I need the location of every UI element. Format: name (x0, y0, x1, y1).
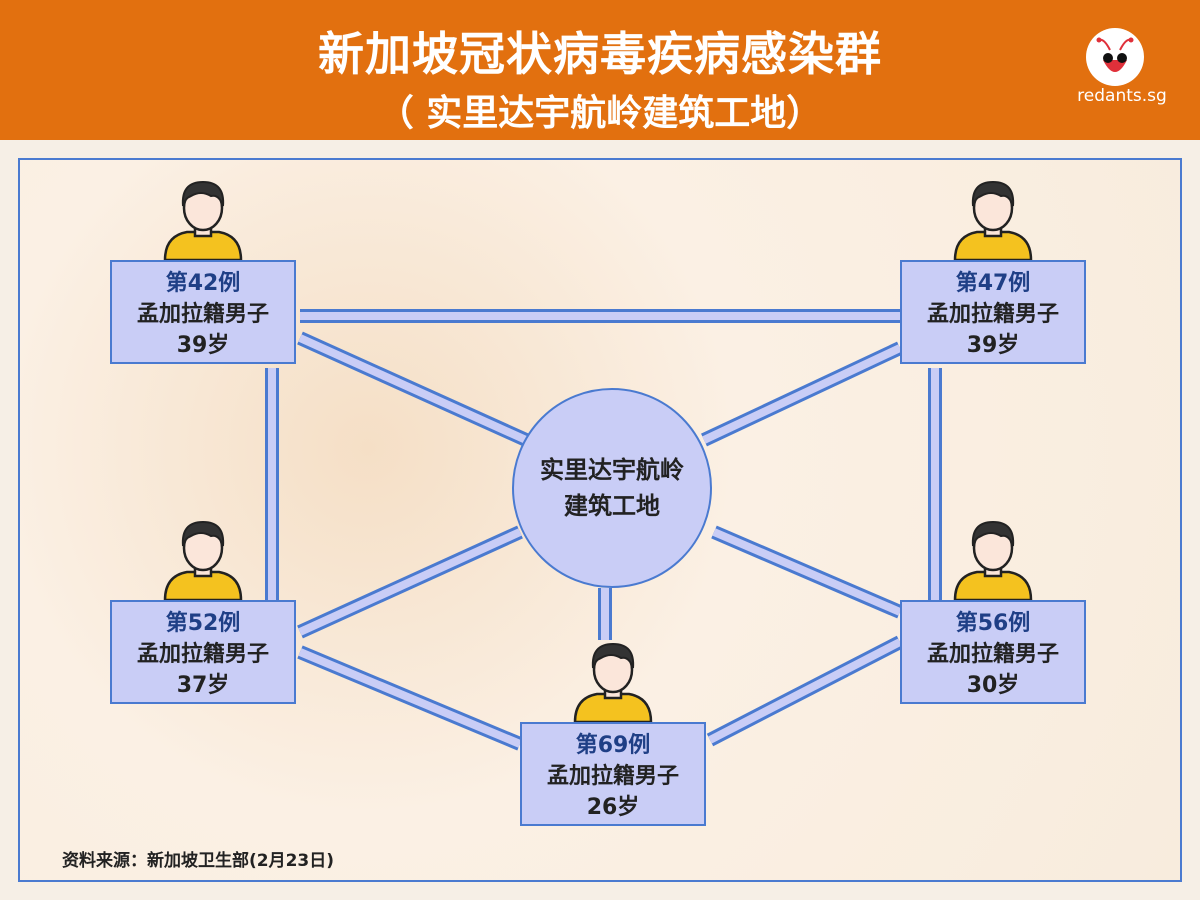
connector-line (702, 344, 902, 444)
center-node-construction-site: 实里达宇航岭 建筑工地 (512, 388, 712, 588)
case-age: 26岁 (586, 795, 640, 820)
center-line-2: 建筑工地 (564, 492, 660, 520)
case-box: 第47例 孟加拉籍男子 39岁 (900, 260, 1086, 364)
connector-line (712, 528, 902, 616)
connector-line (298, 334, 528, 444)
person-icon (161, 178, 245, 262)
redants-logo-icon (1086, 28, 1144, 86)
header-banner: 新加坡冠状病毒疾病感染群 （ 实里达宇航岭建筑工地） redants.sg (0, 0, 1200, 140)
connector-line (708, 638, 902, 744)
person-icon (951, 518, 1035, 602)
case-number: 第42例 (165, 271, 241, 296)
case-box: 第69例 孟加拉籍男子 26岁 (520, 722, 706, 826)
case-number: 第47例 (955, 271, 1031, 296)
page-title: 新加坡冠状病毒疾病感染群 (318, 27, 882, 81)
connector-line (298, 648, 522, 748)
person-icon (161, 518, 245, 602)
case-box: 第42例 孟加拉籍男子 39岁 (110, 260, 296, 364)
page-subtitle: （ 实里达宇航岭建筑工地） (377, 93, 823, 134)
case-description: 孟加拉籍男子 (926, 302, 1059, 327)
case-age: 30岁 (966, 673, 1020, 698)
source-note: 资料来源：新加坡卫生部(2月23日) (62, 851, 335, 871)
case-description: 孟加拉籍男子 (546, 764, 679, 789)
case-age: 39岁 (176, 333, 230, 358)
case-number: 第56例 (955, 611, 1031, 636)
case-description: 孟加拉籍男子 (136, 302, 269, 327)
logo-text: redants.sg (1077, 86, 1167, 106)
person-icon (951, 178, 1035, 262)
case-box: 第52例 孟加拉籍男子 37岁 (110, 600, 296, 704)
center-line-1: 实里达宇航岭 (540, 456, 684, 484)
case-number: 第69例 (575, 733, 651, 758)
case-box: 第56例 孟加拉籍男子 30岁 (900, 600, 1086, 704)
person-icon (571, 640, 655, 724)
connector-line (298, 528, 522, 636)
case-age: 37岁 (176, 673, 230, 698)
case-description: 孟加拉籍男子 (136, 642, 269, 667)
case-description: 孟加拉籍男子 (926, 642, 1059, 667)
case-age: 39岁 (966, 333, 1020, 358)
case-number: 第52例 (165, 611, 241, 636)
